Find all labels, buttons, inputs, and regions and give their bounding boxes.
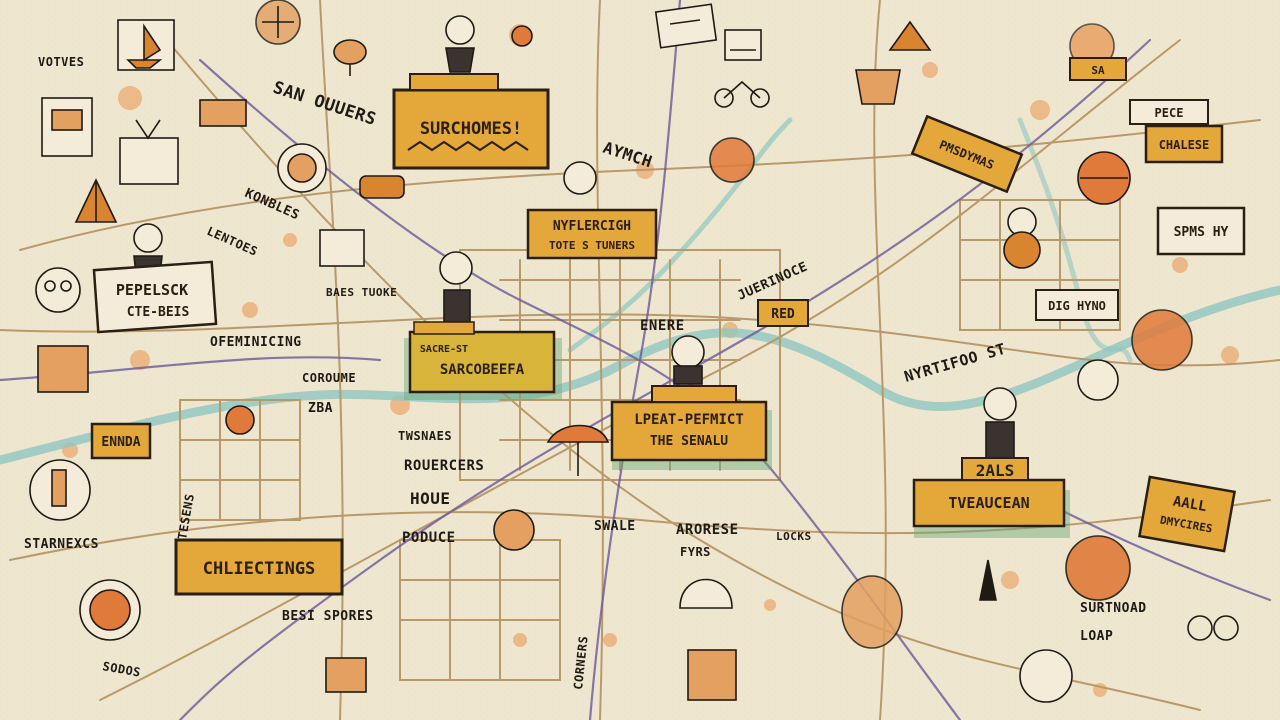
sign-tveaucean-top: 2ALS [976, 461, 1015, 480]
label-swale: SWALE [594, 519, 636, 534]
sign-main: SURCHOMES! [392, 73, 550, 170]
sign-sarcobeefa: SACRE-ST SARCOBEEFA [404, 321, 562, 400]
rocket-icon [979, 559, 997, 601]
bottle-icon [29, 459, 91, 521]
lamp-icon [333, 39, 367, 76]
sign-chalese-text: CHALESE [1159, 138, 1210, 152]
blob-icon [709, 137, 755, 183]
owl-icon [35, 267, 81, 313]
basket-icon [325, 657, 367, 693]
person-icon [671, 335, 705, 385]
sign-pepelsck-subtext: CTE-BEIS [127, 305, 190, 320]
label-arorese: ARORESE [676, 522, 739, 538]
label-houe: HOUE [410, 489, 451, 508]
mask-icon [1131, 309, 1193, 371]
sign-spms: SPMS HY [1156, 206, 1246, 256]
sign-nyflercigh-text: NYFLERCIGH [553, 219, 631, 234]
landmark-icons [29, 0, 1239, 703]
sign-red: RED [757, 299, 809, 327]
label-starnexcs: STARNEXCS [24, 537, 99, 552]
sign-tveaucean-text: TVEAUCEAN [948, 494, 1029, 512]
pan-icon [841, 575, 903, 649]
sign-main-text: SURCHOMES! [420, 119, 522, 139]
sign-chalese: CHALESE [1144, 124, 1224, 164]
sign-tveaucean: 2ALS TVEAUCEAN [912, 457, 1070, 538]
label-poduce: PODUCE [402, 530, 456, 546]
tree-icon [1019, 649, 1073, 703]
label-corners: CORNERS [571, 635, 591, 690]
sign-spms-text: SPMS HY [1174, 225, 1229, 240]
umbrella-icon [546, 424, 610, 476]
book-icon [37, 345, 89, 393]
sign-sarcobeefa-text: SARCOBEEFA [440, 362, 525, 378]
sign-small-top: SA [1069, 57, 1127, 81]
person-icon [983, 387, 1017, 459]
sign-lpeat: LPEAT-PEFMICT THE SENALU [610, 385, 772, 470]
lantern-icon [1077, 359, 1119, 401]
sign-ennda-text: ENNDA [101, 435, 140, 450]
cart-icon [724, 29, 762, 61]
label-ofeminicing: OFEMINICING [210, 335, 302, 350]
person-icon [439, 251, 473, 323]
sailboat-icon [117, 19, 175, 71]
face-icon [563, 161, 597, 195]
label-votves: VOTVES [38, 55, 84, 69]
sign-pepelsck-text: PEPELSCK [116, 281, 188, 299]
sign-nyflercigh: NYFLERCIGH TOTE S TUNERS [526, 208, 658, 260]
sign-dig-text: DIG HYNO [1048, 299, 1106, 313]
person-icon [445, 15, 475, 73]
scooter-icon [1187, 615, 1239, 641]
sign-aall-text: AALL [1172, 494, 1208, 516]
label-fyrs: FYRS [680, 545, 711, 559]
sign-pmsdymas: PMSDYMAS [910, 114, 1024, 194]
label-locks: LOCKS [776, 530, 812, 543]
building-icon [319, 229, 365, 267]
flower-icon [511, 25, 533, 47]
label-zba: ZBA [308, 401, 333, 416]
sign-ennda: ENNDA [90, 422, 152, 460]
sign-small-top-text: SA [1091, 64, 1105, 77]
car-icon [359, 175, 405, 199]
apple-icon [493, 509, 535, 551]
clock-icon [277, 143, 327, 193]
sign-aall: AALL DMYCIRES [1137, 475, 1237, 553]
drum-icon [79, 579, 141, 641]
label-enere: ENERE [640, 318, 685, 334]
tv-icon [119, 119, 179, 185]
sign-lpeat-subtext: THE SENALU [650, 434, 728, 449]
label-coroume: COROUME [302, 371, 356, 385]
ball-icon [1065, 535, 1131, 601]
person-icon [1003, 207, 1041, 269]
label-sodos: SODOS [101, 659, 141, 679]
frame-icon [41, 97, 93, 157]
sign-nyflercigh-subtext: TOTE S TUNERS [549, 239, 635, 252]
note-icon [654, 3, 718, 49]
label-loap: LOAP [1080, 629, 1113, 644]
tent-icon [74, 178, 118, 223]
hut-icon [888, 20, 932, 51]
sign-dig: DIG HYNO [1035, 289, 1119, 321]
sign-chlectings-text: CHLIECTINGS [203, 559, 316, 579]
sign-lpeat-text: LPEAT-PEFMICT [634, 412, 744, 428]
globe-icon [255, 0, 301, 45]
jar-icon [687, 649, 737, 701]
sign-pepelsck: PEPELSCK CTE-BEIS [92, 260, 218, 334]
sign-red-text: RED [771, 307, 795, 322]
bag-icon [199, 99, 247, 127]
sign-pece-text: PECE [1155, 106, 1184, 120]
cup-icon [855, 69, 901, 105]
shield-icon [1077, 151, 1131, 205]
bell-icon [225, 405, 255, 435]
label-twsnaes: TWSNAES [398, 429, 452, 443]
label-rouercers: ROUERCERS [404, 458, 484, 474]
sign-chlectings: CHLIECTINGS [174, 538, 344, 596]
label-baes: BAES TUOKE [326, 286, 397, 299]
sign-sarcobeefa-top: SACRE-ST [420, 344, 468, 355]
bike-icon [714, 80, 770, 108]
label-surtnoad: SURTNOAD [1080, 601, 1147, 616]
sign-pece: PECE [1129, 99, 1209, 125]
label-bes-spores: BESI SPORES [282, 609, 374, 624]
arch-icon [679, 578, 733, 609]
